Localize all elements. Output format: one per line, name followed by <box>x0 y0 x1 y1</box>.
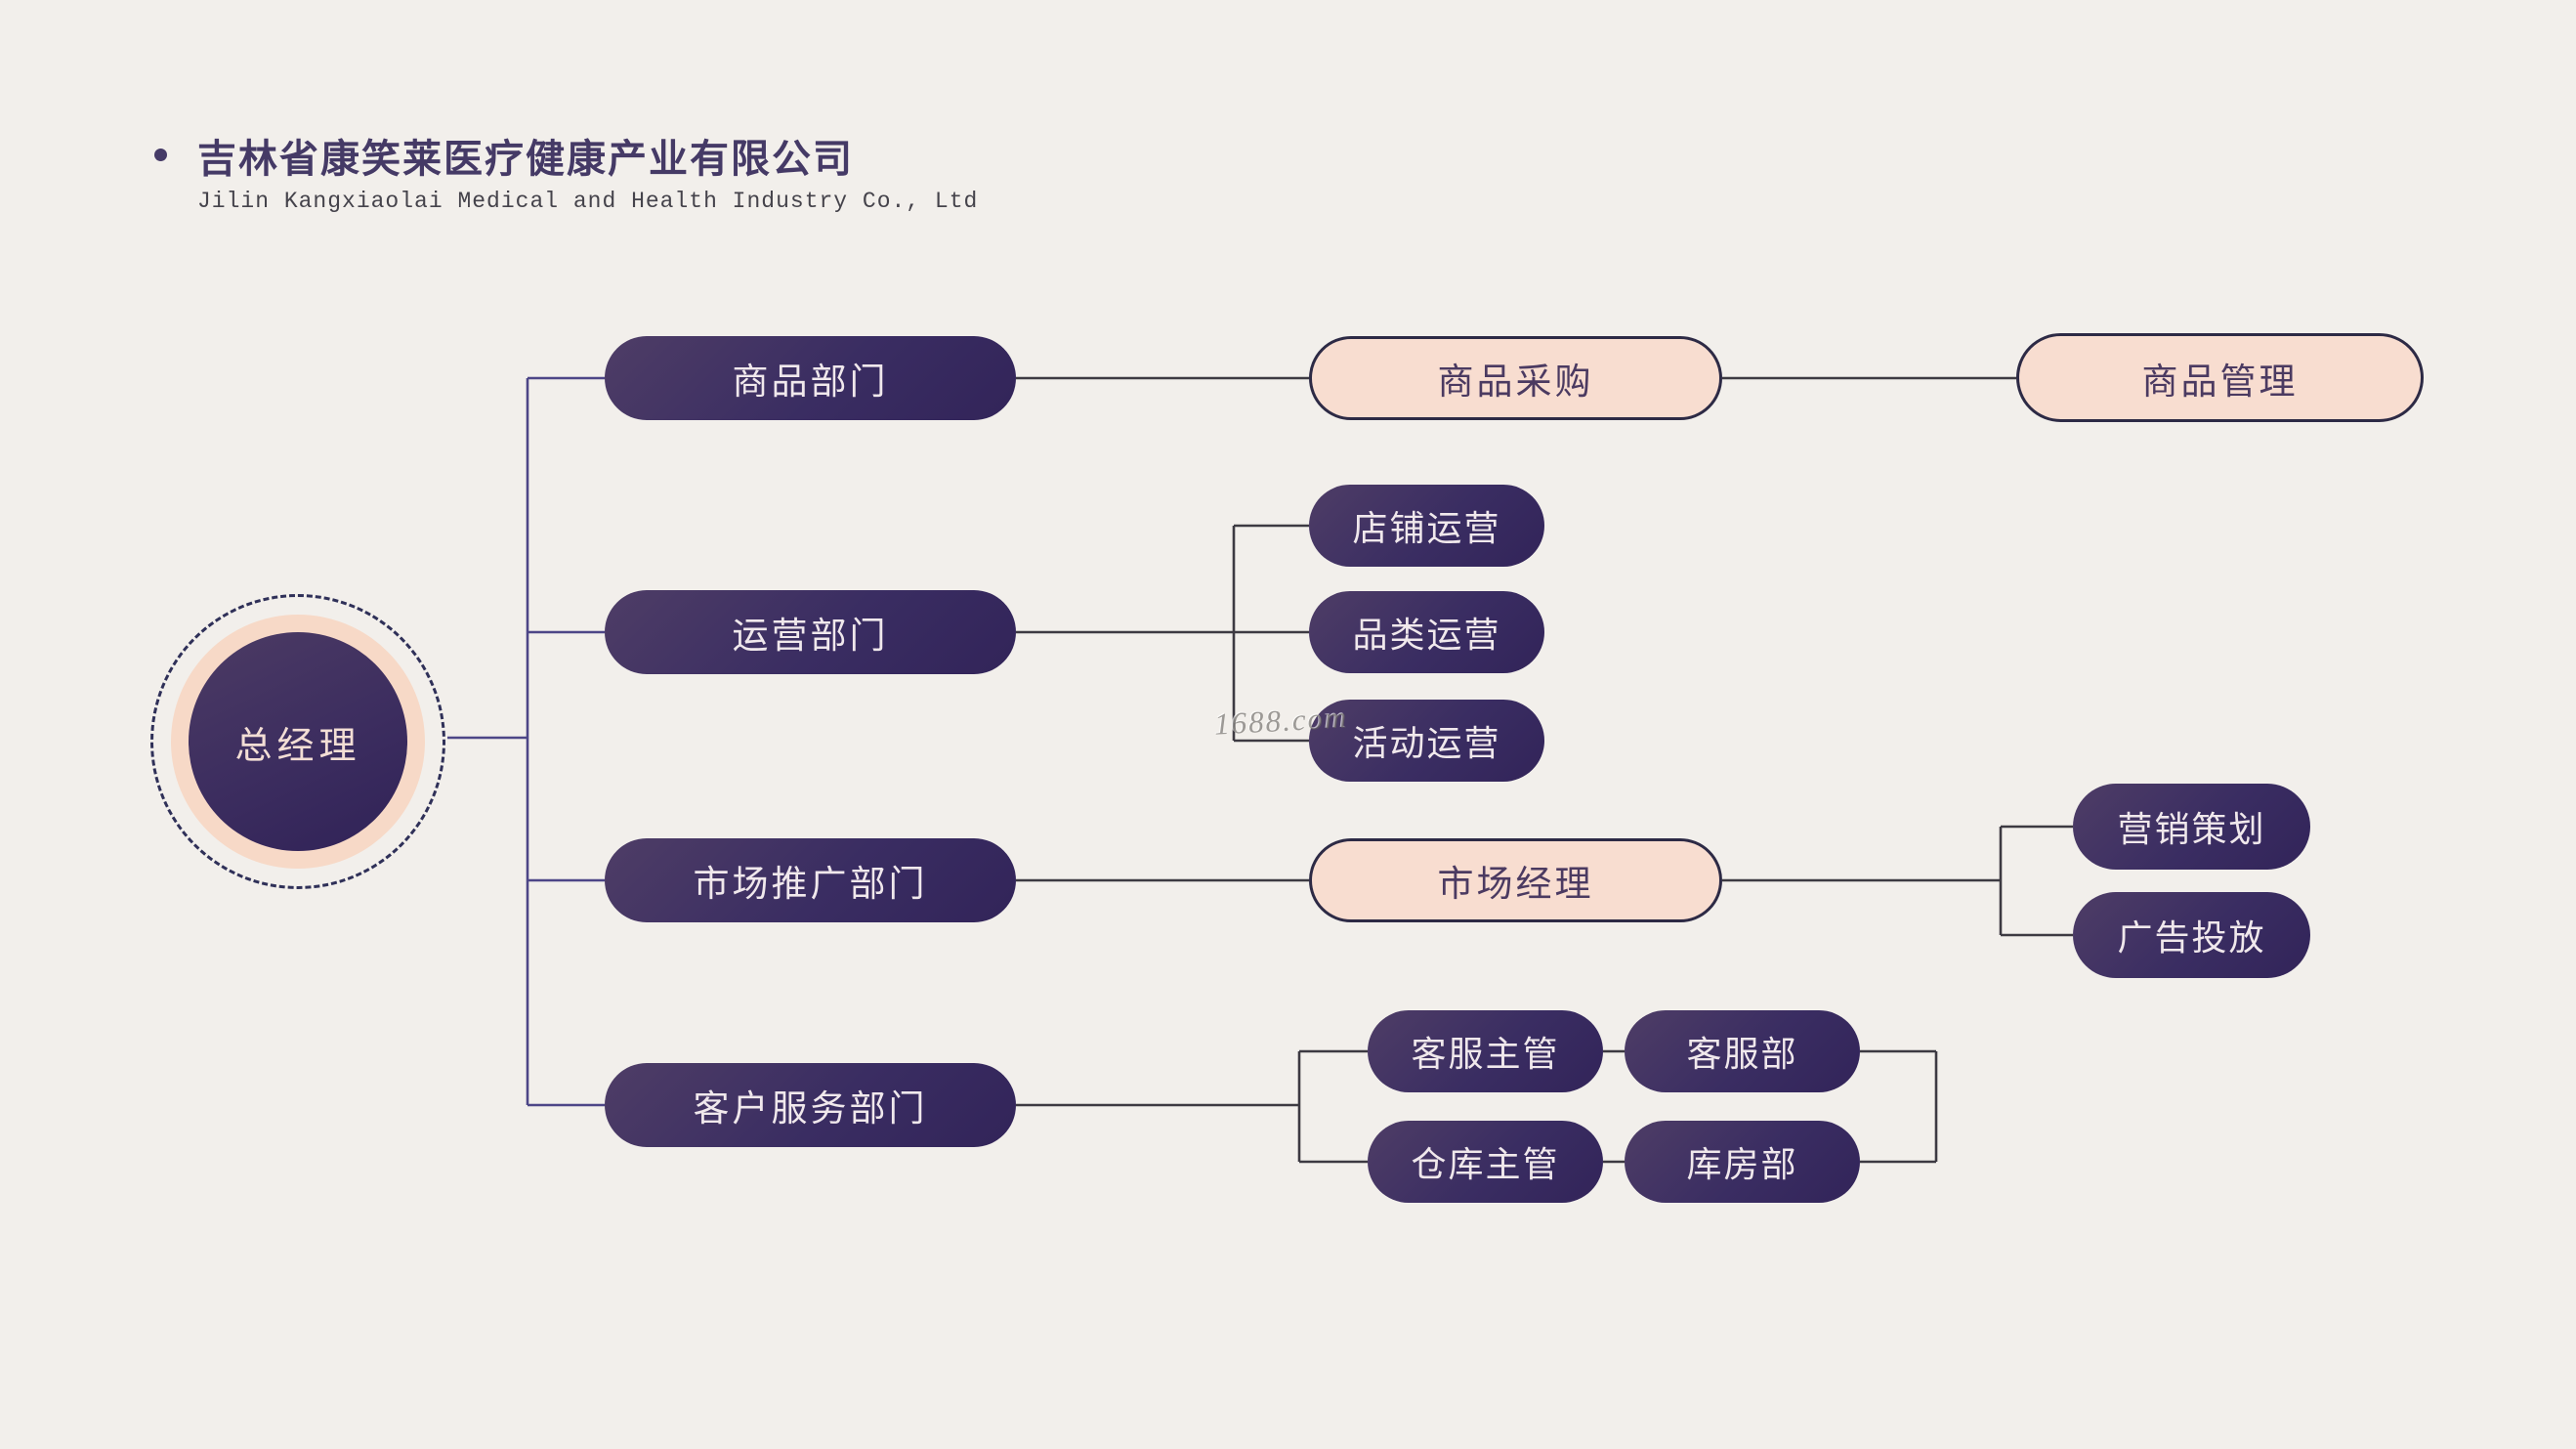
title-bullet-icon <box>154 149 167 161</box>
node-marketing-department: 市场推广部门 <box>605 838 1016 922</box>
node-marketing-manager: 市场经理 <box>1309 838 1722 922</box>
node-goods-purchasing: 商品采购 <box>1309 336 1722 420</box>
node-marketing-planning: 营销策划 <box>2073 784 2310 870</box>
node-warehouse-supervisor: 仓库主管 <box>1368 1121 1603 1203</box>
node-customer-service-department: 客户服务部门 <box>605 1063 1016 1147</box>
node-shop-operations: 店铺运营 <box>1309 485 1544 567</box>
node-activity-operations: 活动运营 <box>1309 700 1544 782</box>
company-title-zh: 吉林省康笑莱医疗健康产业有限公司 <box>197 137 854 181</box>
node-ad-placement: 广告投放 <box>2073 892 2310 978</box>
node-operations-department: 运营部门 <box>605 590 1016 674</box>
watermark-1688: 1688.com <box>1213 700 1350 742</box>
node-category-operations: 品类运营 <box>1309 591 1544 673</box>
node-warehouse-dept: 库房部 <box>1625 1121 1860 1203</box>
node-general-manager: 总经理 <box>189 632 407 851</box>
node-goods-department: 商品部门 <box>605 336 1016 420</box>
company-title-en: Jilin Kangxiaolai Medical and Health Ind… <box>197 189 979 214</box>
node-goods-management: 商品管理 <box>2016 333 2424 422</box>
node-customer-service-supervisor: 客服主管 <box>1368 1010 1603 1092</box>
root-dashed-circle <box>150 594 445 889</box>
node-customer-service-dept: 客服部 <box>1625 1010 1860 1092</box>
